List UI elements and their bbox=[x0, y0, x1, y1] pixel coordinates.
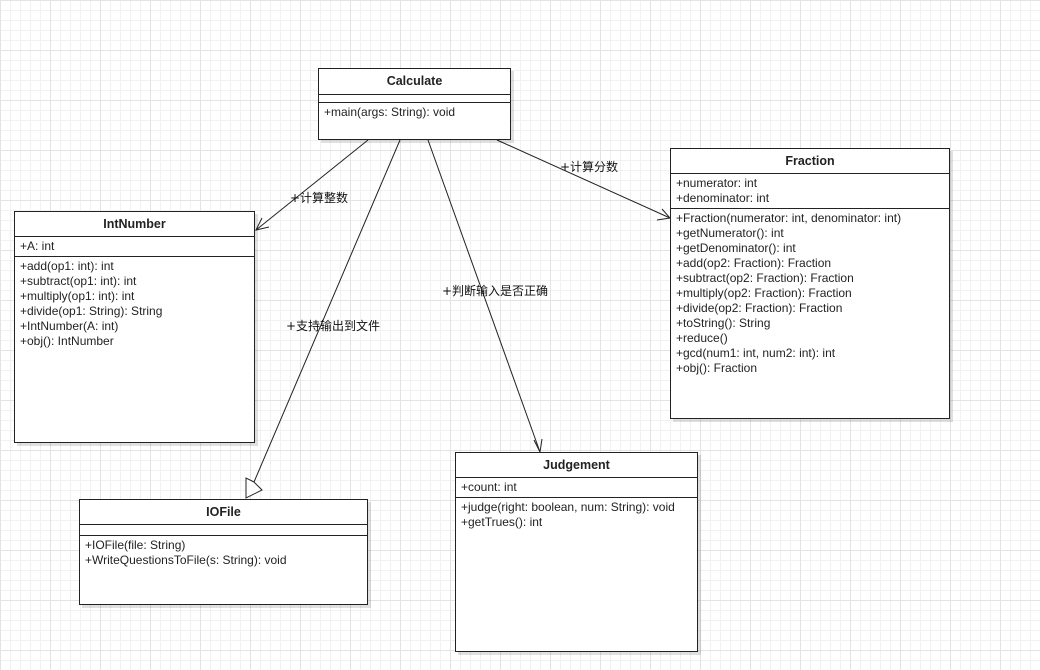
operation: +getDenominator(): int bbox=[676, 241, 796, 255]
operation: +add(op2: Fraction): Fraction bbox=[676, 256, 832, 270]
operation: +obj(): IntNumber bbox=[20, 334, 114, 348]
edge-to-fraction bbox=[496, 139, 671, 219]
operations-compartment: +main(args: String): void bbox=[319, 103, 510, 122]
attribute: +numerator: int bbox=[676, 176, 758, 190]
arrowhead-fraction bbox=[656, 208, 671, 221]
operation: +IOFile(file: String) bbox=[85, 538, 186, 552]
label-to-iofile: +支持输出到文件 bbox=[286, 319, 381, 333]
edge-to-iofile bbox=[253, 139, 401, 483]
operation: +IntNumber(A: int) bbox=[20, 319, 119, 333]
attribute: +count: int bbox=[461, 480, 517, 494]
arrowhead-intnumber bbox=[255, 217, 270, 231]
class-name: Calculate bbox=[319, 69, 510, 95]
operation: +gcd(num1: int, num2: int): int bbox=[676, 346, 836, 360]
class-name: IntNumber bbox=[15, 212, 254, 237]
attribute: +A: int bbox=[20, 239, 55, 253]
operation: +multiply(op1: int): int bbox=[20, 289, 135, 303]
class-fraction[interactable]: Fraction +numerator: int +denominator: i… bbox=[670, 148, 950, 419]
class-name: IOFile bbox=[80, 500, 367, 525]
operation: +divide(op2: Fraction): Fraction bbox=[676, 301, 843, 315]
operation: +add(op1: int): int bbox=[20, 259, 114, 273]
class-intnumber[interactable]: IntNumber +A: int +add(op1: int): int +s… bbox=[14, 211, 255, 443]
operations-compartment: +judge(right: boolean, num: String): voi… bbox=[456, 498, 697, 532]
edge-to-judgement bbox=[427, 139, 541, 453]
operation: +divide(op1: String): String bbox=[20, 304, 163, 318]
class-name: Fraction bbox=[671, 149, 949, 174]
class-name: Judgement bbox=[456, 453, 697, 478]
operation: +getTrues(): int bbox=[461, 515, 543, 529]
operation: +WriteQuestionsToFile(s: String): void bbox=[85, 553, 287, 567]
attributes-compartment: +A: int bbox=[15, 237, 254, 257]
class-calculate[interactable]: Calculate +main(args: String): void bbox=[318, 68, 511, 140]
operations-compartment: +IOFile(file: String) +WriteQuestionsToF… bbox=[80, 536, 367, 570]
attributes-compartment bbox=[319, 95, 510, 103]
operation: +multiply(op2: Fraction): Fraction bbox=[676, 286, 852, 300]
attributes-compartment: +count: int bbox=[456, 478, 697, 498]
class-iofile[interactable]: IOFile +IOFile(file: String) +WriteQuest… bbox=[79, 499, 368, 605]
operation: +obj(): Fraction bbox=[676, 361, 758, 375]
operation: +getNumerator(): int bbox=[676, 226, 784, 240]
operation: +main(args: String): void bbox=[324, 105, 456, 119]
label-to-intnumber: +计算整数 bbox=[290, 191, 349, 205]
operation: +judge(right: boolean, num: String): voi… bbox=[461, 500, 675, 514]
label-to-fraction: +计算分数 bbox=[560, 160, 619, 174]
operations-compartment: +Fraction(numerator: int, denominator: i… bbox=[671, 209, 949, 378]
class-judgement[interactable]: Judgement +count: int +judge(right: bool… bbox=[455, 452, 698, 652]
attributes-compartment bbox=[80, 525, 367, 536]
operation: +Fraction(numerator: int, denominator: i… bbox=[676, 211, 902, 225]
operations-compartment: +add(op1: int): int +subtract(op1: int):… bbox=[15, 257, 254, 351]
attributes-compartment: +numerator: int +denominator: int bbox=[671, 174, 949, 209]
operation: +reduce() bbox=[676, 331, 728, 345]
operation: +subtract(op2: Fraction): Fraction bbox=[676, 271, 854, 285]
operation: +subtract(op1: int): int bbox=[20, 274, 137, 288]
edge-to-intnumber bbox=[255, 139, 369, 231]
operation: +toString(): String bbox=[676, 316, 771, 330]
label-to-judgement: +判断输入是否正确 bbox=[442, 284, 549, 298]
generalization-arrowhead-iofile bbox=[245, 477, 263, 499]
attribute: +denominator: int bbox=[676, 191, 770, 205]
